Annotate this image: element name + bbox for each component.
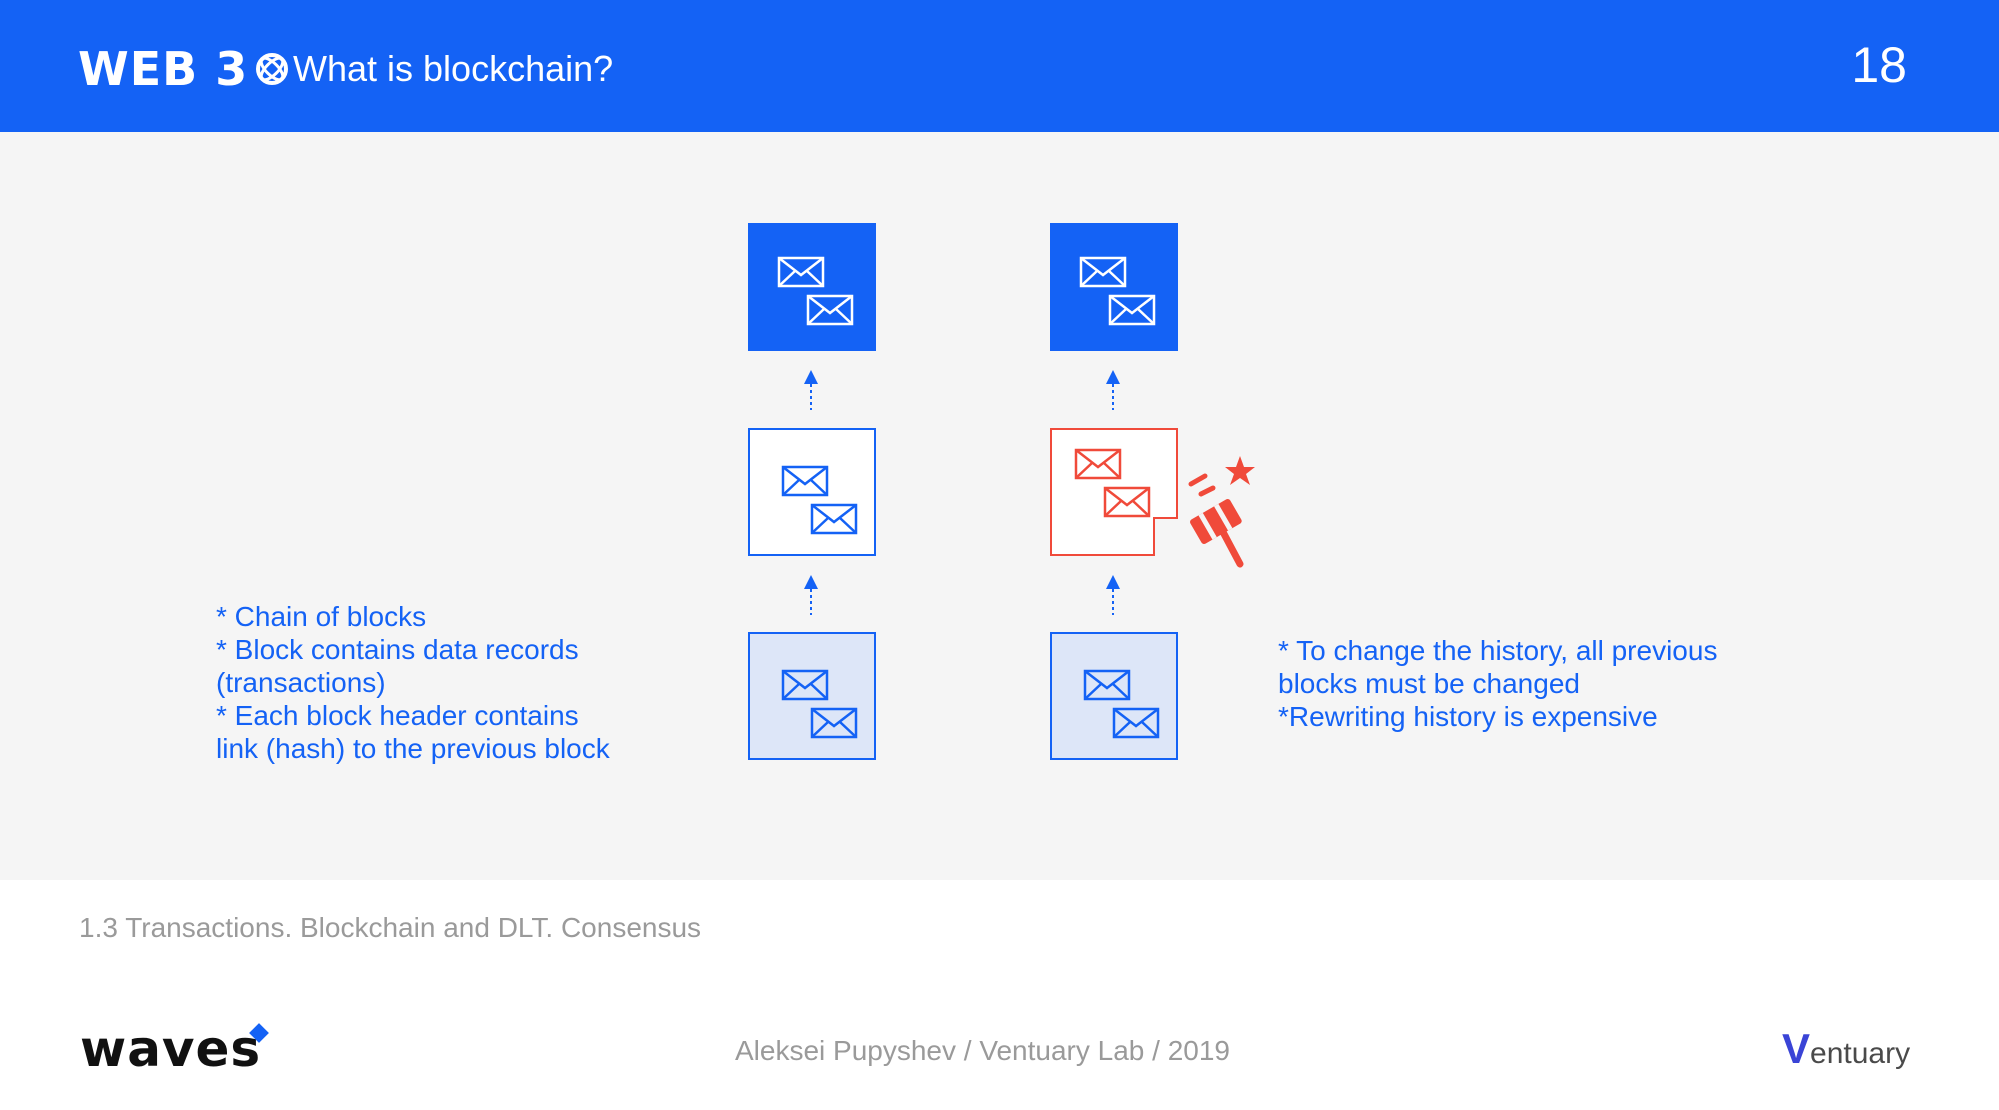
slide-title: What is blockchain? <box>293 48 614 89</box>
ventuary-logo-rest: entuary <box>1810 1037 1911 1070</box>
envelopes-icon <box>777 256 854 326</box>
ventuary-logo-initial: V <box>1782 1025 1811 1072</box>
envelopes-icon <box>781 465 858 535</box>
left-note: * Chain of blocks * Block contains data … <box>216 601 610 764</box>
right-note: * To change the history, all previous bl… <box>1278 635 1718 732</box>
block-right-bottom <box>1050 632 1178 760</box>
envelopes-icon <box>1083 669 1160 739</box>
section-topic: 1.3 Transactions. Blockchain and DLT. Co… <box>79 912 702 943</box>
tampered-block <box>1050 428 1178 556</box>
block-left-bottom <box>748 632 876 760</box>
header-bar: WEB 3 What is blockchain? 18 <box>0 0 1999 132</box>
gavel-icon <box>1188 456 1255 568</box>
page-number: 18 <box>1851 37 1907 93</box>
web3-logo: WEB 3 <box>78 42 290 96</box>
ventuary-logo: Ventuary <box>1782 1025 1910 1073</box>
block-right-top <box>1050 223 1178 351</box>
globe-icon <box>256 53 289 85</box>
arrow-up-icon <box>804 370 818 410</box>
arrow-up-icon <box>1106 370 1120 410</box>
block-left-middle <box>748 428 876 556</box>
author-credit: Aleksei Pupyshev / Ventuary Lab / 2019 <box>735 1035 1230 1066</box>
arrow-up-icon <box>804 575 818 615</box>
block-left-top <box>748 223 876 351</box>
slide-content: * Chain of blocks * Block contains data … <box>0 132 1999 880</box>
envelopes-icon <box>781 669 858 739</box>
arrow-up-icon <box>1106 575 1120 615</box>
waves-logo: waves <box>80 1020 262 1078</box>
envelopes-icon <box>1079 256 1156 326</box>
logo-text: WEB 3 <box>78 42 249 96</box>
